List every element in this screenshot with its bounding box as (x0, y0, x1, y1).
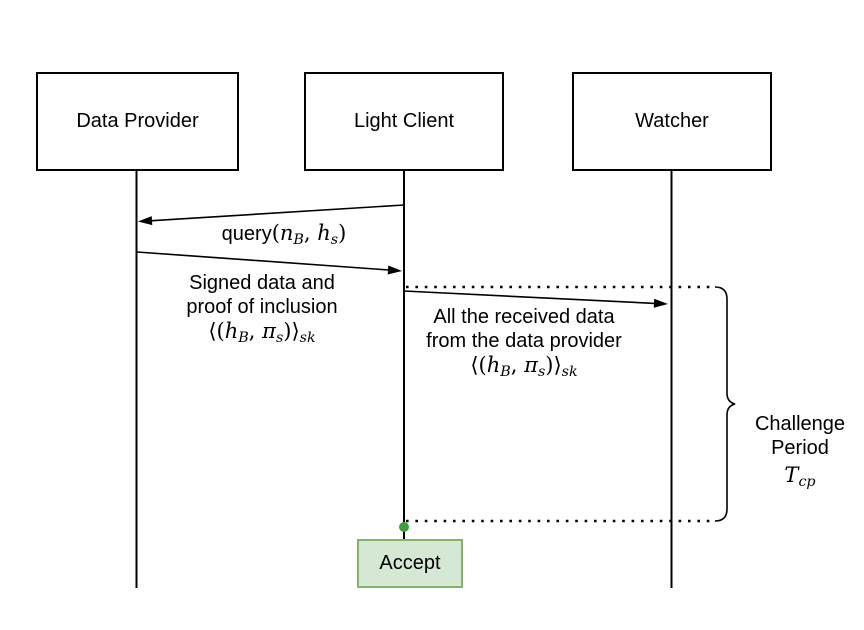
message-label-forward-data: All the received data from the data prov… (426, 305, 622, 380)
challenge-period-label: Challenge Period Tcp (754, 412, 846, 490)
message-arrowhead-query (138, 216, 153, 226)
signed-data-math: ⟨(hB, πs)⟩sk (208, 319, 316, 346)
actor-box-light-client: Light Client (304, 72, 504, 171)
challenge-period-math: Tcp (784, 463, 816, 490)
forward-data-line-2: from the data provider (426, 330, 622, 352)
accept-box: Accept (357, 539, 463, 588)
actor-label-data-provider: Data Provider (76, 110, 199, 132)
message-arrowhead-signed-data (387, 265, 402, 275)
accept-label: Accept (379, 552, 441, 574)
actor-label-watcher: Watcher (635, 110, 709, 132)
message-arrow-query (149, 204, 405, 222)
challenge-period-line-1: Challenge (754, 413, 846, 435)
message-label-signed-data: Signed data and proof of inclusion ⟨(hB,… (186, 271, 338, 346)
message-label-query: query(nB, hs) (221, 221, 347, 248)
challenge-period-line-2: Period (771, 437, 829, 459)
query-math: (nB, hs) (271, 221, 347, 248)
actor-box-watcher: Watcher (572, 72, 772, 171)
forward-data-line-1: All the received data (433, 306, 615, 328)
message-arrowhead-forward-data (653, 298, 668, 308)
forward-data-math: ⟨(hB, πs)⟩sk (470, 353, 578, 380)
message-arrow-signed-data (136, 251, 390, 271)
message-arrow-forward-data (403, 290, 656, 305)
query-text: query (221, 223, 272, 245)
signed-data-line-2: proof of inclusion (186, 296, 338, 318)
challenge-period-brace (714, 286, 736, 522)
actor-label-light-client: Light Client (353, 110, 455, 132)
commit-dot (399, 522, 409, 532)
signed-data-line-1: Signed data and (189, 272, 335, 294)
actor-box-data-provider: Data Provider (36, 72, 239, 171)
